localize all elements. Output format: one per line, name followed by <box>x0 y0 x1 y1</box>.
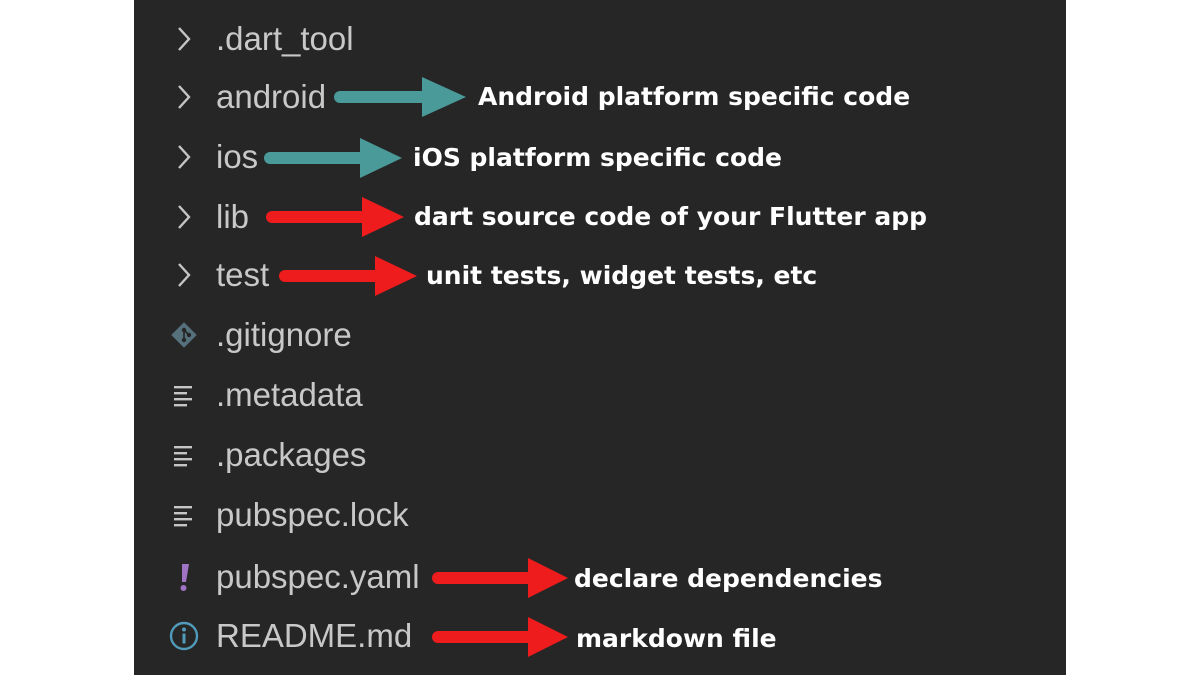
teal-arrow-ios <box>264 138 402 178</box>
tree-item-label: test <box>216 256 270 293</box>
annotation-test: unit tests, widget tests, etc <box>426 261 818 290</box>
chevron-right-icon[interactable] <box>164 192 204 242</box>
annotation-pubspec-yaml: declare dependencies <box>574 564 883 593</box>
exclamation-icon <box>164 552 204 602</box>
info-icon <box>164 611 204 661</box>
tree-item-label: .gitignore <box>216 316 352 353</box>
file-explorer-panel: .dart_tool android ios lib test <box>134 0 1066 675</box>
text-lines-icon <box>164 370 204 420</box>
chevron-right-icon[interactable] <box>164 72 204 122</box>
teal-arrow-android <box>334 77 466 117</box>
red-arrow-readme <box>432 617 568 657</box>
tree-item-label: android <box>216 78 327 115</box>
chevron-right-icon[interactable] <box>164 132 204 182</box>
red-arrow-lib <box>266 197 404 237</box>
tree-item-label: .metadata <box>216 376 363 413</box>
tree-item-label: README.md <box>216 617 413 654</box>
red-arrow-test <box>279 256 417 296</box>
tree-item-label: .dart_tool <box>216 20 354 57</box>
tree-item-label: ios <box>216 138 259 175</box>
annotation-lib: dart source code of your Flutter app <box>414 202 928 231</box>
annotation-ios: iOS platform specific code <box>413 143 782 172</box>
text-lines-icon <box>164 430 204 480</box>
annotation-android: Android platform specific code <box>478 82 911 111</box>
tree-item-label: lib <box>216 198 250 235</box>
chevron-right-icon[interactable] <box>164 14 204 64</box>
chevron-right-icon[interactable] <box>164 250 204 300</box>
tree-item-label: pubspec.lock <box>216 496 409 533</box>
tree-item-label: pubspec.yaml <box>216 558 420 595</box>
red-arrow-pubspec-yaml <box>432 558 568 598</box>
git-icon <box>164 310 204 360</box>
text-lines-icon <box>164 490 204 540</box>
annotation-readme: markdown file <box>576 624 777 653</box>
tree-item-label: .packages <box>216 436 367 473</box>
